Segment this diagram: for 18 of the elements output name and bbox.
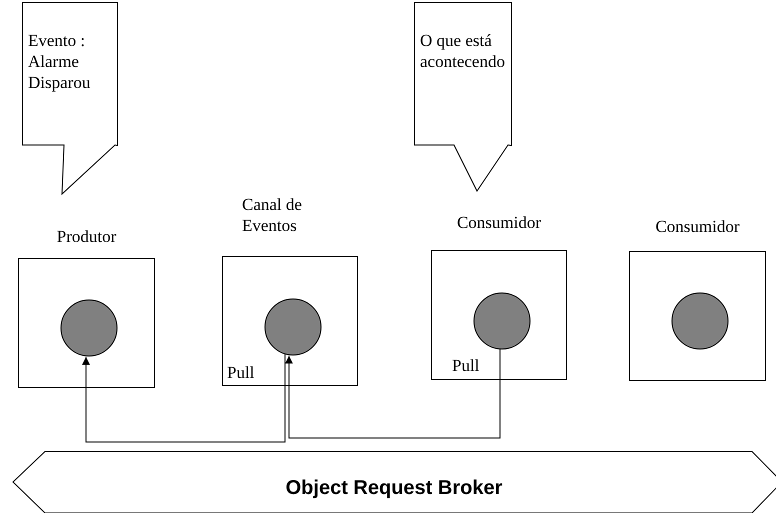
edge-label: Pull bbox=[452, 354, 480, 376]
object-circle bbox=[60, 299, 118, 357]
object-circle bbox=[264, 298, 322, 356]
speech-bubble bbox=[22, 2, 118, 196]
arrow bbox=[285, 348, 500, 438]
arrow bbox=[82, 353, 286, 442]
component-label: Consumidor bbox=[654, 216, 741, 237]
bus-label: Object Request Broker bbox=[284, 476, 504, 500]
component-label: Canal de Eventos bbox=[242, 194, 303, 236]
speech-bubble bbox=[414, 2, 512, 194]
callout-text: O que está acontecendo bbox=[420, 30, 506, 72]
component-label: Produtor bbox=[56, 226, 118, 247]
object-circle bbox=[473, 292, 531, 350]
callout-text: Evento : Alarme Disparou bbox=[28, 30, 92, 93]
edge-label: Pull bbox=[227, 362, 254, 383]
object-circle bbox=[671, 292, 729, 350]
component-label: Consumidor bbox=[456, 212, 542, 233]
bus-band bbox=[12, 451, 776, 513]
